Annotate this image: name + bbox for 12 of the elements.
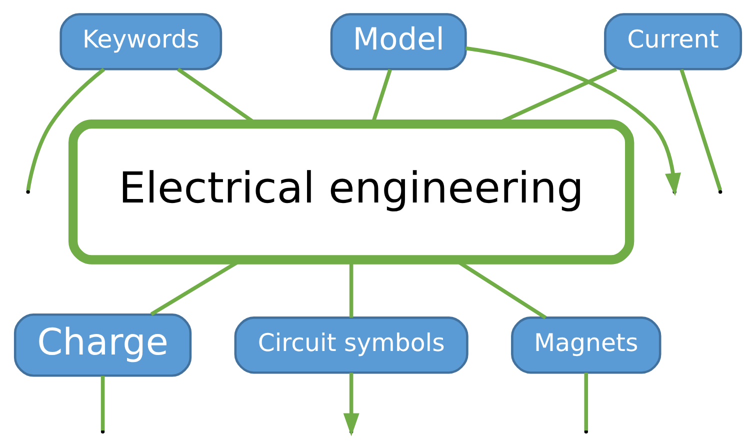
node-box: Keywords xyxy=(59,13,222,70)
connector xyxy=(679,68,722,191)
arrow xyxy=(342,372,359,436)
node-box: Charge xyxy=(13,314,192,377)
connector xyxy=(100,376,104,430)
node-box: Circuit symbols xyxy=(234,316,468,374)
node-box: Magnets xyxy=(510,316,661,374)
connector xyxy=(584,372,588,430)
node-box: Model xyxy=(330,13,466,70)
connector xyxy=(26,68,105,191)
node-box: Current xyxy=(604,13,742,70)
node-box: Electrical engineering xyxy=(68,119,634,264)
